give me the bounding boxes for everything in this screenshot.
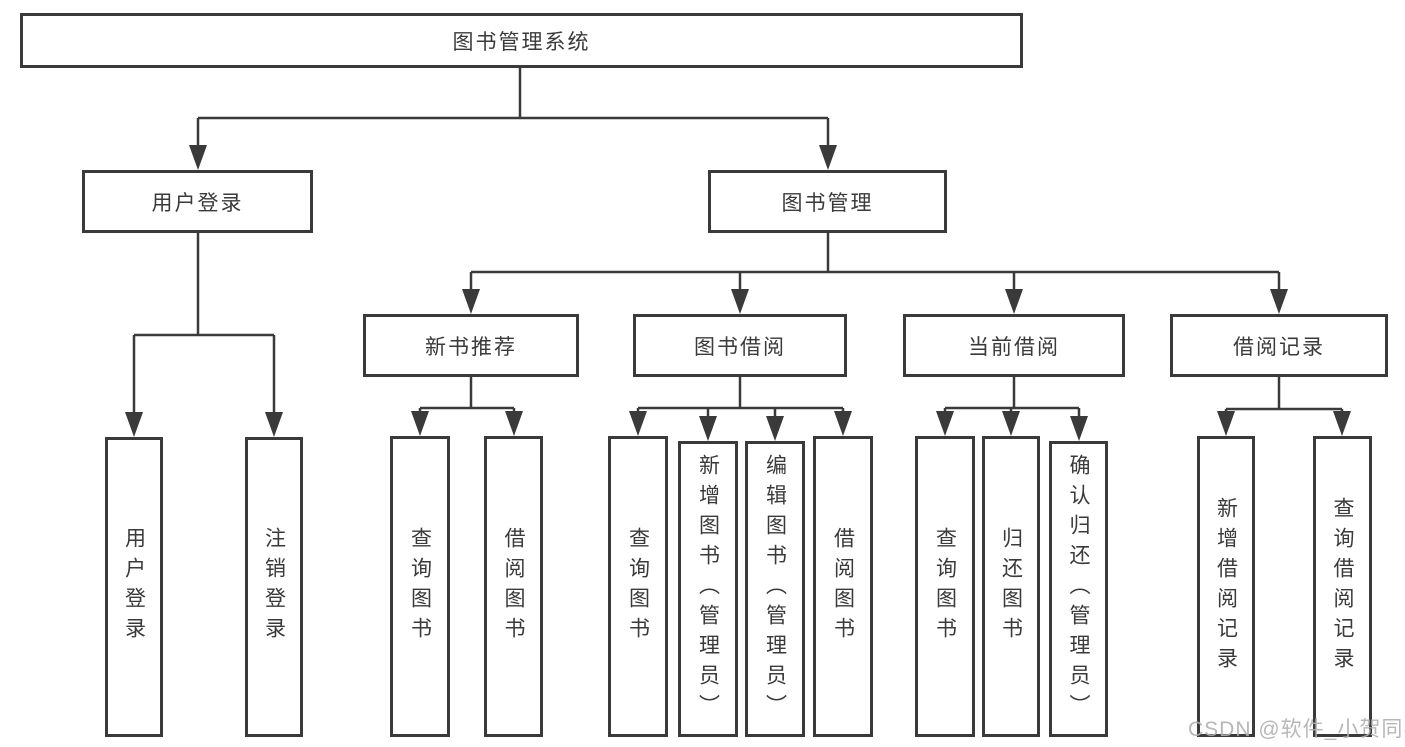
- node-current-borrowing-label: 当前借阅: [968, 335, 1060, 359]
- leaf-confirm-return-admin-label: 确认归还（管理员）: [1067, 454, 1091, 724]
- leaf-query-books-borrowing: 查询图书: [608, 436, 668, 737]
- leaf-edit-book-admin: 编辑图书（管理员）: [745, 441, 805, 737]
- node-current-borrowing: 当前借阅: [903, 314, 1125, 377]
- leaf-query-books-recommend: 查询图书: [390, 436, 450, 737]
- node-borrowing-records: 借阅记录: [1170, 314, 1388, 377]
- node-root-label: 图书管理系统: [452, 30, 591, 54]
- leaf-query-books-current: 查询图书: [915, 436, 975, 737]
- node-user-login: 用户登录: [82, 170, 313, 233]
- node-book-management: 图书管理: [708, 170, 947, 233]
- leaf-logout-label: 注销登录: [262, 527, 286, 647]
- leaf-query-borrow-record-label: 查询借阅记录: [1331, 496, 1355, 677]
- leaf-query-books-borrowing-label: 查询图书: [626, 526, 650, 647]
- leaf-edit-book-admin-label: 编辑图书（管理员）: [763, 454, 787, 724]
- node-root: 图书管理系统: [20, 13, 1023, 68]
- leaf-add-borrow-record-label: 新增借阅记录: [1214, 496, 1238, 677]
- leaf-borrow-books-borrowing: 借阅图书: [813, 436, 873, 737]
- leaf-borrow-books-recommend: 借阅图书: [484, 436, 543, 737]
- node-new-book-recommend: 新书推荐: [363, 314, 579, 377]
- leaf-add-borrow-record: 新增借阅记录: [1197, 436, 1255, 737]
- node-book-management-label: 图书管理: [781, 191, 874, 215]
- leaf-query-borrow-record: 查询借阅记录: [1313, 436, 1372, 737]
- leaf-user-login-label: 用户登录: [122, 527, 146, 647]
- leaf-return-books-label: 归还图书: [999, 526, 1023, 647]
- csdn-watermark: CSDN @软件_小贺同学: [1188, 718, 1405, 741]
- leaf-logout: 注销登录: [245, 437, 303, 737]
- leaf-borrow-books-recommend-label: 借阅图书: [502, 526, 526, 647]
- leaf-query-books-recommend-label: 查询图书: [408, 526, 432, 647]
- leaf-user-login: 用户登录: [105, 437, 163, 737]
- node-new-book-recommend-label: 新书推荐: [425, 335, 517, 359]
- node-borrowing-records-label: 借阅记录: [1233, 335, 1325, 359]
- leaf-add-book-admin-label: 新增图书（管理员）: [696, 454, 720, 724]
- leaf-query-books-current-label: 查询图书: [933, 526, 957, 647]
- leaf-confirm-return-admin: 确认归还（管理员）: [1049, 441, 1108, 737]
- leaf-return-books: 归还图书: [982, 436, 1040, 737]
- leaf-add-book-admin: 新增图书（管理员）: [678, 441, 738, 737]
- node-book-borrowing-label: 图书借阅: [694, 335, 786, 359]
- node-user-login-label: 用户登录: [151, 191, 244, 215]
- leaf-borrow-books-borrowing-label: 借阅图书: [831, 526, 855, 647]
- node-book-borrowing: 图书借阅: [633, 314, 847, 377]
